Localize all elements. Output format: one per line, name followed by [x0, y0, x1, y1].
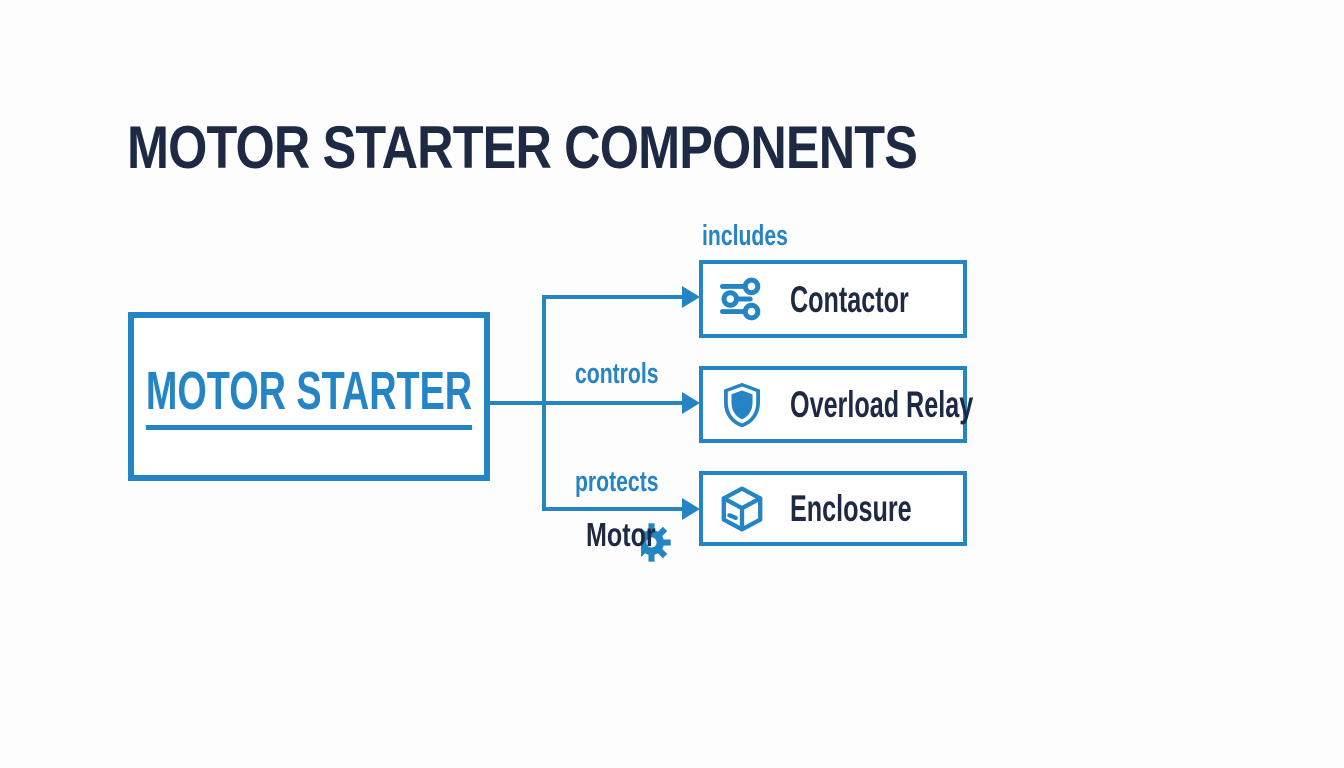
component-label: Contactor [790, 278, 909, 320]
page-title: MOTOR STARTER COMPONENTS [127, 114, 918, 181]
edge-label-includes: includes [702, 220, 788, 252]
connector-bottom-line [544, 507, 684, 511]
motor-note-label: Motor [586, 516, 656, 553]
component-box-overload-relay: Overload Relay [699, 366, 973, 443]
cube-icon [716, 483, 768, 535]
edge-label-protects: protects [575, 466, 659, 498]
root-node-motor-starter: MOTOR STARTER [128, 312, 490, 481]
component-label: Enclosure [790, 488, 912, 529]
connector-vertical-line [542, 295, 546, 511]
sliders-icon [716, 273, 768, 325]
arrowhead-to-overload-relay [682, 392, 700, 414]
component-box-enclosure: Enclosure [699, 471, 967, 546]
component-box-contactor: Contactor [699, 260, 967, 338]
connector-top-line [544, 295, 684, 299]
edge-label-controls: controls [575, 358, 659, 390]
connector-middle-line [490, 401, 684, 405]
root-node-label: MOTOR STARTER [145, 364, 473, 430]
shield-icon [716, 379, 768, 431]
component-label: Overload Relay [790, 384, 974, 425]
arrowhead-to-contactor [682, 286, 700, 308]
arrowhead-to-enclosure [682, 498, 700, 520]
gear-icon [641, 519, 675, 566]
